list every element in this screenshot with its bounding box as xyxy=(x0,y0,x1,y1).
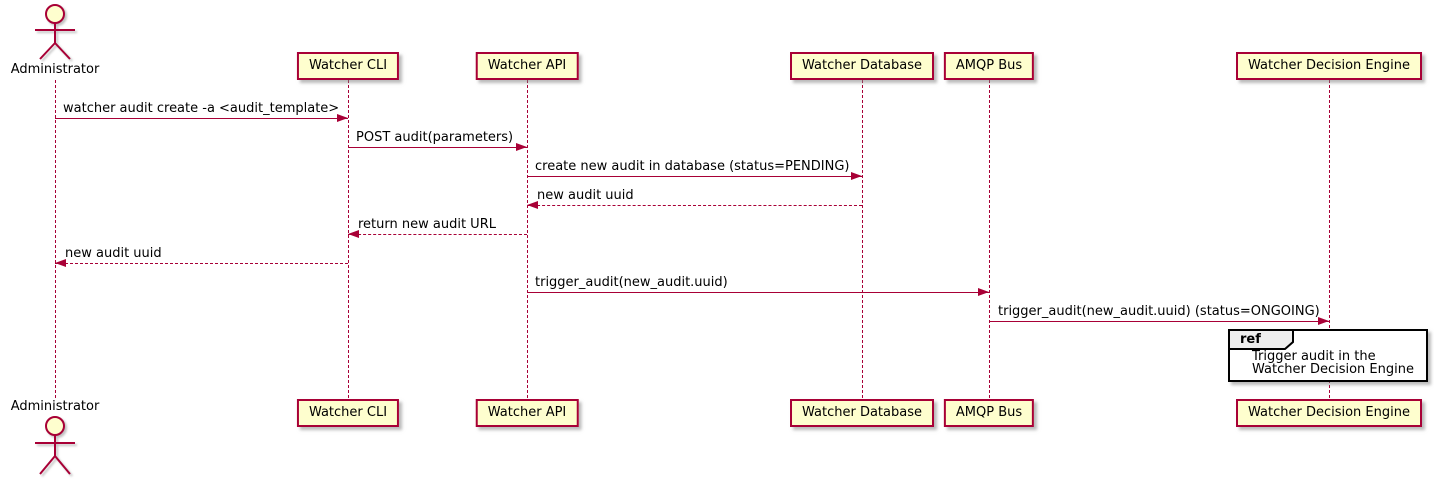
message-label-4: new audit uuid xyxy=(537,188,634,203)
participant-bottom-watcher-api: Watcher API xyxy=(475,399,579,427)
participant-top-amqp-bus: AMQP Bus xyxy=(943,52,1035,80)
message-label-8: trigger_audit(new_audit.uuid) (status=ON… xyxy=(998,304,1320,319)
message-line-5 xyxy=(348,234,527,235)
ref-tab-icon xyxy=(1228,329,1294,350)
message-line-3 xyxy=(527,176,862,177)
message-label-1: watcher audit create -a <audit_template> xyxy=(63,101,340,116)
message-label-2: POST audit(parameters) xyxy=(356,130,514,145)
message-line-2 xyxy=(348,147,527,148)
ref-keyword: ref xyxy=(1240,332,1261,347)
message-label-5: return new audit URL xyxy=(358,217,496,232)
message-line-7 xyxy=(527,292,989,293)
message-line-1 xyxy=(55,118,348,119)
message-line-6 xyxy=(55,263,348,264)
participant-bottom-amqp-bus: AMQP Bus xyxy=(943,399,1035,427)
message-line-8 xyxy=(990,321,1329,322)
arrowhead-right-icon xyxy=(851,172,862,180)
actor-label-top: Administrator xyxy=(10,62,100,77)
participant-top-watcher-database: Watcher Database xyxy=(790,52,934,80)
message-label-7: trigger_audit(new_audit.uuid) xyxy=(535,275,728,290)
participant-bottom-watcher-decision-engine: Watcher Decision Engine xyxy=(1236,399,1422,427)
lifeline-watcher-cli xyxy=(348,80,349,398)
participant-top-watcher-cli: Watcher CLI xyxy=(296,52,400,80)
actor-label-bottom: Administrator xyxy=(10,399,100,414)
lifeline-watcher-database xyxy=(862,80,863,398)
arrowhead-right-icon xyxy=(1318,317,1329,325)
message-label-6: new audit uuid xyxy=(65,246,162,261)
lifeline-watcher-decision-engine xyxy=(1329,80,1330,398)
lifeline-administrator xyxy=(55,80,56,398)
arrowhead-right-icon xyxy=(516,143,527,151)
arrowhead-right-icon xyxy=(337,114,348,122)
participant-top-watcher-decision-engine: Watcher Decision Engine xyxy=(1236,52,1422,80)
ref-fragment: ref Trigger audit in the Watcher Decisio… xyxy=(1228,329,1428,382)
participant-bottom-watcher-cli: Watcher CLI xyxy=(296,399,400,427)
arrowhead-left-icon xyxy=(55,259,66,267)
arrowhead-right-icon xyxy=(978,288,989,296)
administrator-actor-icon xyxy=(35,416,75,475)
ref-text-line-1: Trigger audit in the xyxy=(1252,349,1376,364)
lifeline-amqp-bus xyxy=(989,80,990,398)
message-label-3: create new audit in database (status=PEN… xyxy=(535,159,850,174)
message-line-4 xyxy=(527,205,862,206)
arrowhead-left-icon xyxy=(527,201,538,209)
participant-bottom-watcher-database: Watcher Database xyxy=(790,399,934,427)
ref-text-line-2: Watcher Decision Engine xyxy=(1252,362,1414,377)
lifeline-watcher-api xyxy=(527,80,528,398)
arrowhead-left-icon xyxy=(348,230,359,238)
administrator-actor-icon xyxy=(35,4,75,60)
participant-top-watcher-api: Watcher API xyxy=(475,52,579,80)
